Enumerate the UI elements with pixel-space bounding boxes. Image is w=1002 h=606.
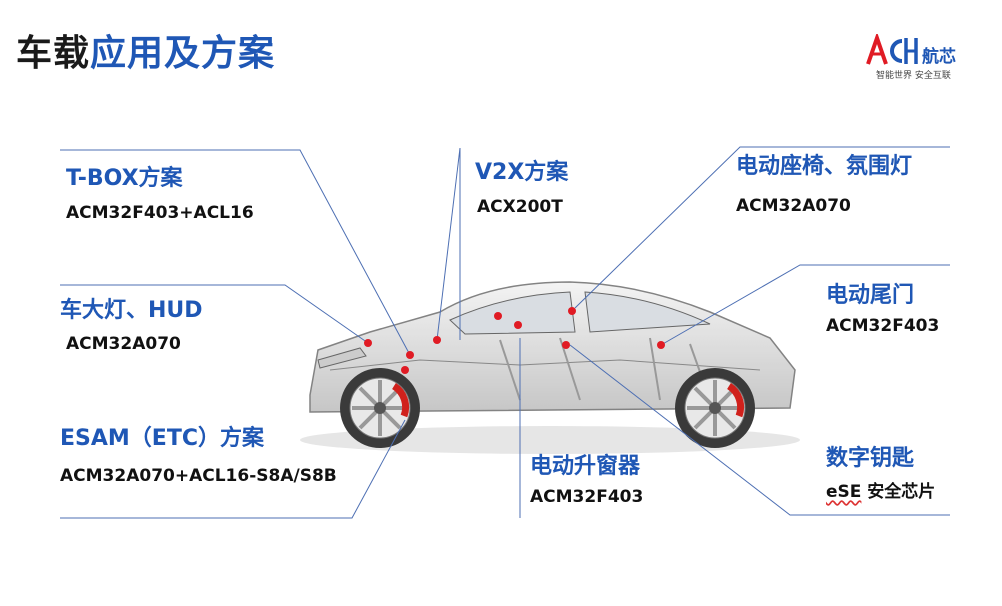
leader-key (569, 344, 950, 516)
logo-tagline: 智能世界 安全互联 (876, 71, 951, 81)
headlight-part: ACM32A070 (66, 334, 181, 354)
key-part-rest: 安全芯片 (861, 482, 936, 502)
key-part-prefix: eSE (826, 482, 862, 502)
tbox-heading: T-BOX方案 (66, 166, 183, 191)
tailgate-part: ACM32F403 (826, 316, 940, 336)
leader-headlight (60, 284, 369, 344)
leader-tbox (60, 149, 411, 356)
tbox-part: ACM32F403+ACL16 (66, 203, 254, 223)
callout-dot-v2x-b (494, 312, 502, 320)
callout-dot-esam (401, 366, 409, 374)
page-title: 车载应用及方案 (16, 36, 275, 72)
leader-seat (574, 146, 950, 309)
logo-name: 航芯 (922, 47, 956, 67)
leader-v2x-branch (436, 147, 461, 341)
window-heading: 电动升窗器 (530, 454, 641, 479)
headlight-heading: 车大灯、HUD (60, 298, 203, 323)
key-part: eSE 安全芯片 (826, 484, 935, 501)
title-part-blue: 应用及方案 (90, 33, 276, 74)
esam-heading: ESAM（ETC）方案 (60, 426, 264, 451)
callout-dot-window (514, 321, 522, 329)
callout-dot-headlight (364, 339, 372, 347)
esam-part: ACM32A070+ACL16-S8A/S8B (60, 466, 337, 486)
leader-esam (60, 419, 406, 519)
callout-dot-seat (568, 307, 576, 315)
seat-part: ACM32A070 (736, 196, 851, 216)
v2x-heading: V2X方案 (475, 160, 569, 185)
callout-dot-tbox (406, 351, 414, 359)
tailgate-heading: 电动尾门 (826, 283, 915, 308)
window-part: ACM32F403 (530, 487, 644, 507)
v2x-part: ACX200T (477, 197, 563, 217)
callout-dot-key (562, 341, 570, 349)
key-heading: 数字钥匙 (826, 446, 915, 471)
seat-heading: 电动座椅、氛围灯 (736, 154, 913, 179)
achp-logo-mark-icon (866, 31, 918, 65)
callout-dot-v2x-a (433, 336, 441, 344)
company-logo: 航芯 智能世界 安全互联 (866, 31, 990, 86)
car-illustration (300, 281, 800, 454)
title-part-dark: 车载 (16, 33, 91, 74)
leader-tailgate (660, 264, 950, 346)
callout-dot-tailgate (657, 341, 665, 349)
